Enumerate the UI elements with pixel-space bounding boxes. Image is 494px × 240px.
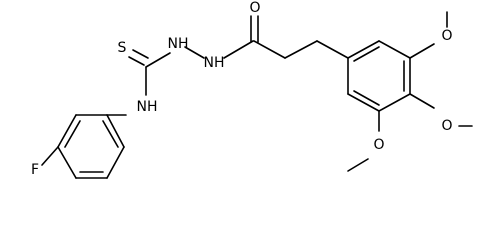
chemical-structure: S NH NH NH O F O O O	[31, 0, 473, 179]
atom-label-thiourea-nh: NH	[137, 99, 158, 115]
atom-label-carbonyl-oxygen: O	[249, 0, 260, 16]
bond-nh-to-carbonyl-c	[223, 40, 254, 59]
bond-ring-to-methoxy-o-top	[409, 43, 435, 59]
atom-label-methoxy-oxygen-middle: O	[441, 118, 452, 134]
bond-ch2-to-ch2	[284, 40, 318, 59]
atom-label-fluorine: F	[31, 162, 39, 178]
carbonyl-double-bond	[250, 15, 259, 43]
bond-carbonyl-to-ch2	[253, 40, 286, 59]
fluorophenyl-ring	[57, 114, 125, 179]
bond-methoxy-o-bottom-to-methyl	[347, 158, 369, 172]
bond-ring-to-fluorine	[41, 146, 59, 166]
atom-label-hydrazide-nh-left: NH	[168, 36, 189, 52]
bond-ch2-to-ring	[316, 40, 349, 59]
thiocarbonyl-double-bond	[128, 49, 149, 66]
trimethoxyphenyl-ring	[347, 40, 411, 112]
bond-ring-to-methoxy-o-middle	[409, 93, 435, 109]
atom-label-methoxy-oxygen-bottom: O	[373, 137, 384, 153]
bond-n-n	[184, 46, 205, 59]
bond-thiourea-c-to-hydrazide-nh	[145, 52, 171, 68]
atom-label-hydrazide-nh-right: NH	[204, 55, 225, 71]
atom-label-sulfur: S	[118, 40, 127, 56]
atom-label-methoxy-oxygen-top: O	[441, 28, 452, 44]
